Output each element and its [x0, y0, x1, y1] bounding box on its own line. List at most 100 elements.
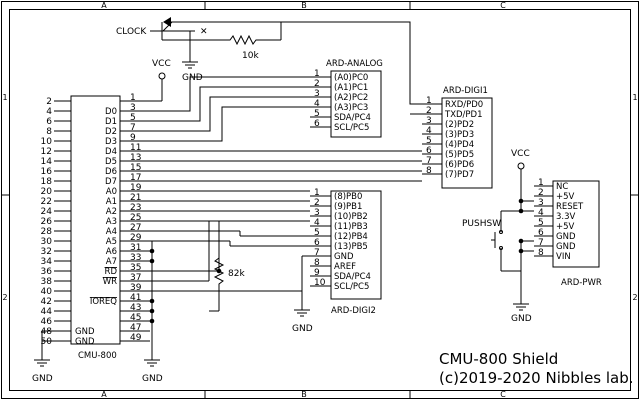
gnd-label-middle: GND: [142, 374, 163, 384]
pin-label: RXD/PD0: [445, 100, 483, 110]
cmu-pin-number: 47: [130, 323, 141, 333]
cmu-800-connector: 2468101214161820222426283032343638404244…: [41, 93, 150, 361]
cmu-signal-label: D7: [105, 177, 117, 187]
cmu-pin-number: 46: [41, 317, 53, 327]
cmu-signal-label: RD: [105, 267, 118, 277]
cmu-signal-label: D3: [105, 137, 117, 147]
cmu-signal-label: A0: [106, 187, 117, 197]
cmu-pin-number: 45: [130, 313, 141, 323]
digi2-body: [330, 190, 382, 300]
cmu-pin-number: 28: [41, 227, 53, 237]
pin-label: SCL/PC5: [334, 123, 369, 133]
pin-label: RESET: [556, 202, 584, 212]
cmu-pin-number: 16: [41, 167, 53, 177]
cmu-signal-label: IOREQ: [90, 297, 117, 307]
cmu-pin-number: 7: [130, 123, 136, 133]
pin-number: 6: [538, 228, 544, 238]
cmu-signal-label: D5: [105, 157, 117, 167]
switch-contact-x-icon: ✕: [200, 27, 208, 37]
row-label-left-1: 1: [2, 93, 7, 102]
cmu-pin-number: 41: [130, 293, 141, 303]
pin-number: 5: [314, 228, 320, 238]
pin-number: 8: [538, 248, 544, 258]
cmu-pin-number: 32: [41, 247, 52, 257]
resistor-82k: 82k: [213, 221, 245, 311]
pin-number: 1: [426, 96, 432, 106]
cmu-signal-label: A3: [106, 217, 117, 227]
ground-icon: [34, 359, 50, 367]
vcc-icon: [517, 162, 525, 170]
pin-label: (9)PB1: [334, 202, 362, 212]
cmu-pin-number: 2: [46, 97, 52, 107]
gnd-label-digi2: GND: [292, 324, 313, 334]
cmu-pin-number: 5: [130, 113, 136, 123]
pushsw-label: PUSHSW: [462, 219, 501, 229]
pin-label: (11)PB3: [334, 222, 368, 232]
cmu-pin-number: 22: [41, 197, 52, 207]
ground-icon: [144, 359, 160, 367]
pin-label: (4)PD4: [445, 140, 474, 150]
resistor-82k-icon: [213, 257, 225, 311]
pin-label: +5V: [556, 222, 575, 232]
col-label-bottom-c: C: [500, 390, 506, 399]
cmu-pin-number: 29: [130, 233, 142, 243]
cmu-signal-label: D6: [105, 167, 117, 177]
pwr-name: ARD-PWR: [561, 278, 602, 288]
cmu-pin-number: 26: [41, 217, 53, 227]
cmu-pin-number: 43: [130, 303, 141, 313]
power-symbols: VCC GND GND GND G: [32, 59, 532, 384]
pin-number: 6: [314, 238, 320, 248]
cmu-pin-number: 15: [130, 163, 141, 173]
pin-label: TXD/PD1: [444, 110, 483, 120]
cmu-pin-number: 17: [130, 173, 141, 183]
col-label-bottom-b: B: [301, 390, 307, 399]
pin-number: 9: [314, 268, 320, 278]
gnd-label-left: GND: [32, 374, 53, 384]
cmu-signal-label: A2: [106, 207, 117, 217]
cmu-signal-label: D0: [105, 107, 117, 117]
cmu-signal-label: A4: [106, 227, 117, 237]
pin-number: 7: [426, 156, 432, 166]
cmu-signal-label: A1: [106, 197, 117, 207]
clock-circuit: CLOCK ✕ 10k: [116, 17, 282, 62]
cmu-pin-number: 48: [41, 327, 53, 337]
analog-name: ARD-ANALOG: [326, 59, 383, 69]
cmu-signal-label: D1: [105, 117, 117, 127]
col-label-bottom-a: A: [101, 390, 107, 399]
pin-label: (5)PD5: [445, 150, 474, 160]
drawing-title: CMU-800 Shield: [439, 350, 558, 368]
cmu-pin-number: 44: [41, 307, 53, 317]
cmu-pin-number: 1: [130, 93, 136, 103]
pin-label: VIN: [556, 252, 571, 262]
pin-label: SCL/PC5: [334, 282, 369, 292]
cmu-pin-number: 35: [130, 263, 141, 273]
cmu-signal-label: A6: [106, 247, 117, 257]
pin-label: SDA/PC4: [334, 113, 371, 123]
pin-number: 3: [426, 116, 432, 126]
pin-label: AREF: [334, 262, 356, 272]
pin-number: 5: [538, 218, 544, 228]
col-label-top-a: A: [101, 1, 107, 10]
gnd-label-clock: GND: [182, 73, 203, 83]
cmu-pin-number: 8: [46, 127, 52, 137]
title-block: CMU-800 Shield (c)2019-2020 Nibbles lab.: [439, 350, 634, 387]
pin-label: (12)PB4: [334, 232, 368, 242]
cmu-signal-label: A5: [106, 237, 117, 247]
pwr-body: [552, 180, 600, 268]
col-label-top-b: B: [301, 1, 307, 10]
pin-label: (6)PD6: [445, 160, 474, 170]
pin-label: (3)PD3: [445, 130, 474, 140]
clock-label: CLOCK: [116, 27, 147, 37]
pin-label: (13)PB5: [334, 242, 368, 252]
pin-number: 10: [314, 278, 326, 288]
cmu-pin-number: 12: [41, 147, 52, 157]
pin-label: (A1)PC1: [334, 83, 368, 93]
pin-label: 3.3V: [556, 212, 576, 222]
cmu-pin-number: 9: [130, 133, 136, 143]
cmu-pin-number: 33: [130, 253, 141, 263]
cmu-pin-number: 42: [41, 297, 52, 307]
row-label-left-2: 2: [2, 293, 7, 302]
